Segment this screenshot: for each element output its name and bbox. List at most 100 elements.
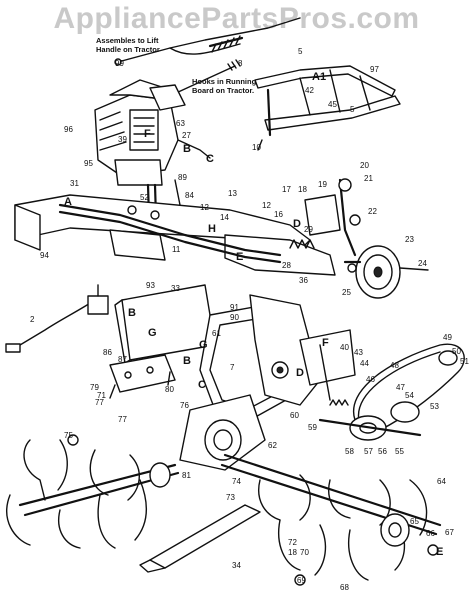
part-18: 18 <box>298 185 307 194</box>
part-44: 44 <box>360 359 369 368</box>
part-62: 62 <box>268 441 277 450</box>
part-89: 89 <box>178 173 187 182</box>
part-10: 10 <box>252 143 261 152</box>
part-23: 23 <box>405 235 414 244</box>
part-14: 14 <box>220 213 229 222</box>
part-20: 20 <box>360 161 369 170</box>
part-36: 36 <box>299 276 308 285</box>
part-69: 69 <box>297 576 306 585</box>
engine <box>94 79 211 186</box>
callout-b-mid: B <box>183 355 191 367</box>
lift-frame <box>254 65 401 151</box>
part-59: 59 <box>308 423 317 432</box>
electrical-cord <box>5 284 109 353</box>
part-8: 8 <box>238 59 243 68</box>
running-board-note: Hooks in Running Board on Tractor. <box>192 77 256 95</box>
side-frame <box>249 294 356 406</box>
part-93: 93 <box>146 281 155 290</box>
part-67: 67 <box>445 528 454 537</box>
callout-d-mid: D <box>296 367 304 379</box>
part-79: 79 <box>90 383 99 392</box>
part-74: 74 <box>232 477 241 486</box>
part-91: 91 <box>230 303 239 312</box>
part-68: 68 <box>340 583 349 592</box>
lift-note-line-2: Handle on Tractor <box>96 45 160 54</box>
handle-bar <box>58 203 282 264</box>
part-21: 21 <box>364 174 373 183</box>
part-66: 66 <box>426 529 435 538</box>
callout-h: H <box>208 223 216 235</box>
part-77b: 77 <box>118 415 127 424</box>
gauge-wheel <box>343 245 429 299</box>
callout-f: F <box>144 128 151 140</box>
part-49: 49 <box>443 333 452 342</box>
part-19: 19 <box>318 180 327 189</box>
part-45: 45 <box>328 100 337 109</box>
part-58: 58 <box>345 447 354 456</box>
part-87: 87 <box>118 355 127 364</box>
left-tines <box>6 434 171 549</box>
part-47: 47 <box>396 383 405 392</box>
part-56: 56 <box>378 447 387 456</box>
callout-a: A <box>64 196 72 208</box>
part-54: 54 <box>405 391 414 400</box>
part-81: 81 <box>182 471 191 480</box>
callout-e-bottom: E <box>436 546 443 558</box>
callout-e-top: E <box>236 251 243 263</box>
callout-b-top: B <box>183 143 191 155</box>
part-34: 34 <box>232 561 241 570</box>
callout-g-left: G <box>148 327 157 339</box>
part-39: 39 <box>118 135 127 144</box>
part-31: 31 <box>70 179 79 188</box>
part-25: 25 <box>342 288 351 297</box>
part-72: 72 <box>288 538 297 547</box>
callout-b-left: B <box>128 307 136 319</box>
hooks-note-line-1: Hooks in Running <box>192 77 257 86</box>
belt-drive <box>318 343 465 441</box>
part-27: 27 <box>182 131 191 140</box>
part-70: 70 <box>300 548 309 557</box>
part-7: 7 <box>230 363 235 372</box>
part-11: 11 <box>172 245 181 254</box>
part-43: 43 <box>354 348 363 357</box>
callout-d-top: D <box>293 218 301 230</box>
lift-note-line-1: Assembles to Lift <box>96 36 159 45</box>
part-75: 75 <box>64 431 73 440</box>
part-33: 33 <box>171 284 180 293</box>
part-46: 46 <box>366 375 375 384</box>
part-99: 99 <box>115 59 124 68</box>
part-5-top: 5 <box>298 47 303 56</box>
mounting-bracket <box>109 354 176 399</box>
part-94: 94 <box>40 251 49 260</box>
part-76: 76 <box>180 401 189 410</box>
wheel-bracket <box>304 178 361 257</box>
part-48: 48 <box>390 361 399 370</box>
part-96: 96 <box>64 125 73 134</box>
part-51: 51 <box>460 357 469 366</box>
lift-cable-assembly <box>114 17 301 106</box>
part-40: 40 <box>340 343 349 352</box>
part-60: 60 <box>290 411 299 420</box>
part-97: 97 <box>370 65 379 74</box>
part-64: 64 <box>437 477 446 486</box>
part-63: 63 <box>176 119 185 128</box>
part-18b: 18 <box>288 548 297 557</box>
part-12: 12 <box>200 203 209 212</box>
hooks-note-line-2: Board on Tractor. <box>192 86 255 95</box>
part-5: 5 <box>350 105 355 114</box>
watermark: AppliancePartsPros.com <box>53 2 420 35</box>
part-65: 65 <box>410 517 419 526</box>
part-2: 2 <box>30 315 35 324</box>
part-52: 52 <box>140 193 149 202</box>
part-55: 55 <box>395 447 404 456</box>
part-84: 84 <box>185 191 194 200</box>
part-number-labels: 99 8 5 97 42 45 5 10 96 39 63 27 95 31 5… <box>30 47 469 592</box>
part-50: 50 <box>452 347 461 356</box>
callout-a1: A1 <box>312 71 326 83</box>
part-53: 53 <box>430 402 439 411</box>
part-95: 95 <box>84 159 93 168</box>
part-29: 29 <box>304 225 313 234</box>
part-12b: 12 <box>262 201 271 210</box>
